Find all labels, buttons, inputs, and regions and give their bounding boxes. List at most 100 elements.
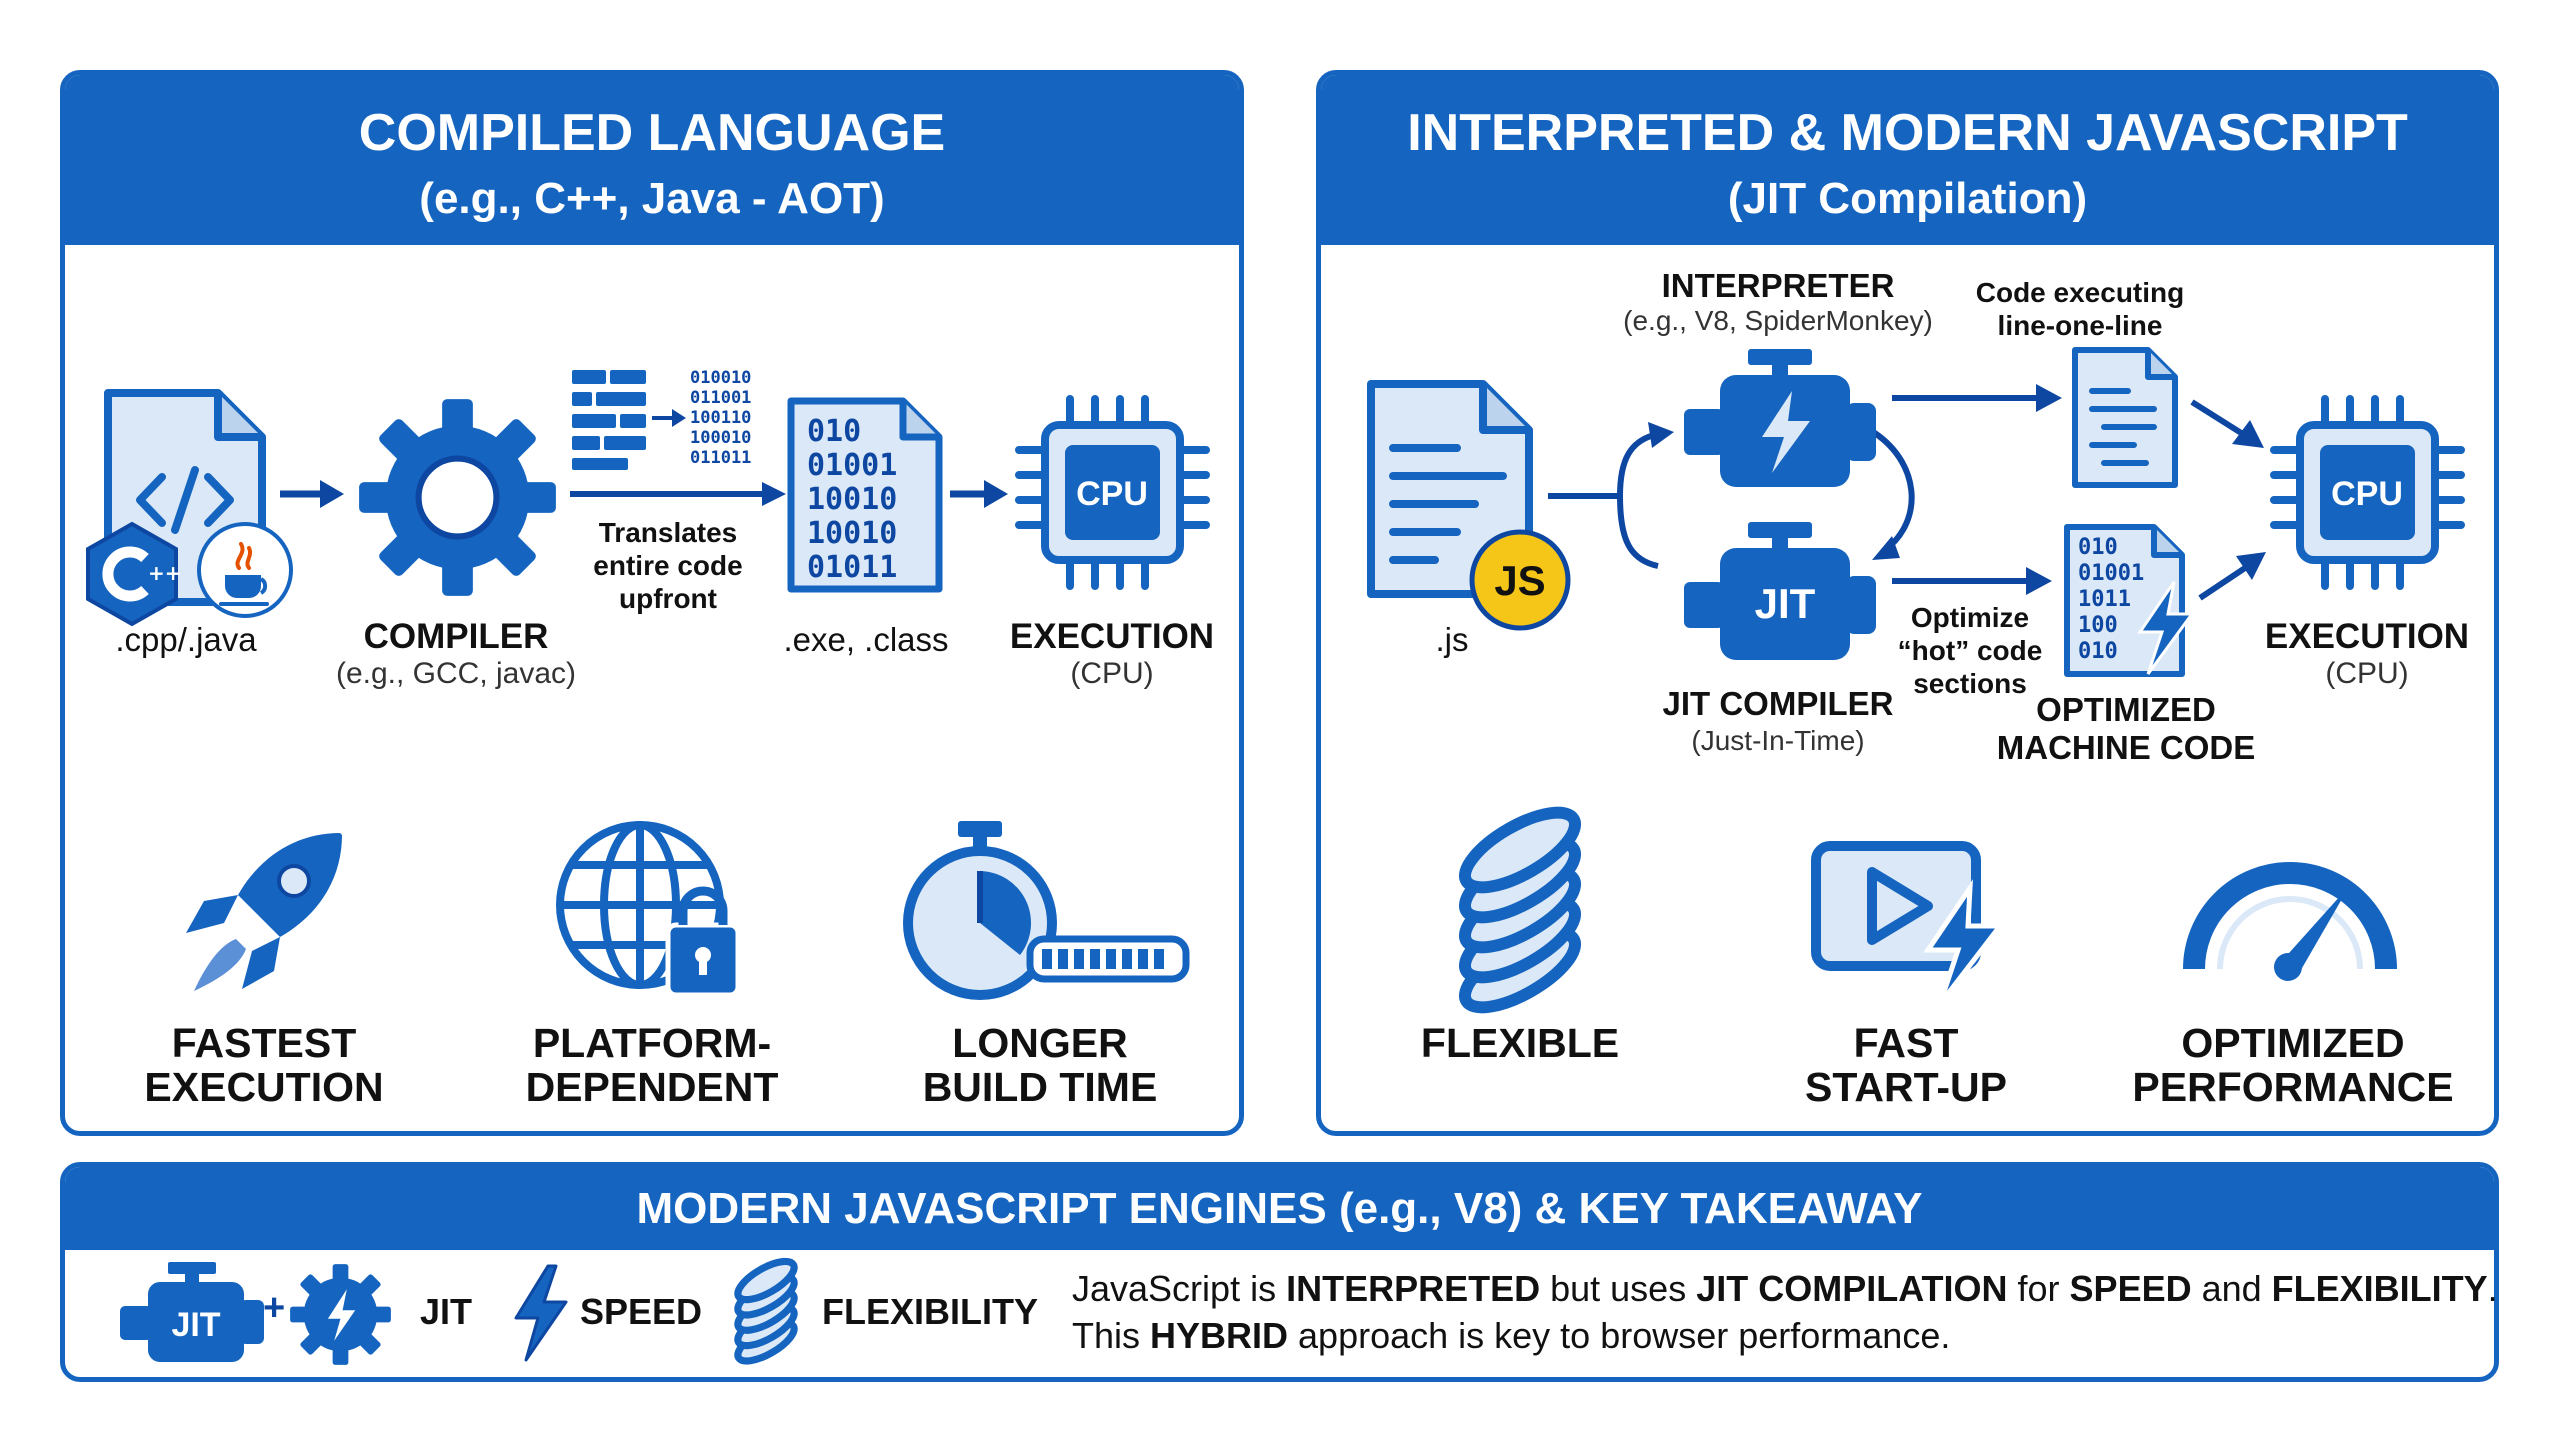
optimized-code-icon: 010 01001 1011 100 010 <box>2062 522 2197 680</box>
feature-label: BUILD TIME <box>922 1064 1158 1110</box>
file-binary-line: 10010 <box>807 516 897 551</box>
binary-file-icon: 010 01001 10010 10010 01011 <box>785 395 945 595</box>
opt-binary-line: 010 <box>2078 639 2118 664</box>
jit-engine-icon: JIT <box>118 1260 266 1366</box>
compiler-gear-icon <box>355 395 560 600</box>
arrow-right-icon <box>280 476 346 512</box>
code-executing-label-2: line-one-line <box>1997 310 2163 341</box>
takeaway-run: and <box>2191 1268 2272 1309</box>
js-file-label: .js <box>1435 621 1469 658</box>
binary-line: 011001 <box>690 388 751 408</box>
translate-text-1: Translates <box>598 517 738 548</box>
jit-label: JIT <box>420 1291 473 1332</box>
diagonal-arrow-icon <box>2188 396 2268 452</box>
executing-doc-icon <box>2070 345 2180 490</box>
compiler-sub-label: (e.g., GCC, javac) <box>335 657 577 690</box>
arrow-right-icon <box>950 476 1010 512</box>
feature-label: FLEXIBLE <box>1420 1020 1620 1066</box>
bolt-icon <box>510 1262 570 1362</box>
cpu-text: CPU <box>1076 475 1148 513</box>
takeaway-line: JavaScript is INTERPRETED but uses JIT C… <box>1072 1265 2498 1312</box>
feature-label: EXECUTION <box>144 1064 384 1110</box>
feature-label: FASTEST <box>171 1020 357 1066</box>
file-binary-line: 010 <box>807 414 861 449</box>
jit-compiler-label: JIT COMPILER <box>1662 685 1894 722</box>
jit-engine-icon: JIT <box>1680 518 1880 668</box>
takeaway-emphasis: SPEED <box>2069 1268 2192 1309</box>
file-binary-line: 01011 <box>807 550 897 585</box>
gear-bolt-icon <box>288 1262 393 1367</box>
takeaway-text: JavaScript is INTERPRETED but uses JIT C… <box>1072 1265 2498 1359</box>
code-blocks-icon <box>570 368 650 472</box>
optimize-hot-label-2: “hot” code <box>1897 635 2043 666</box>
opt-binary-line: 010 <box>2078 535 2118 560</box>
optimize-hot-label-3: sections <box>1913 668 2027 699</box>
feature-label: DEPENDENT <box>525 1064 779 1110</box>
java-logo-icon <box>195 520 295 620</box>
cpu-chip-icon: CPU <box>1015 395 1210 590</box>
long-arrow-right-icon <box>570 479 788 509</box>
interpreted-panel-header: INTERPRETED & MODERN JAVASCRIPT (JIT Com… <box>1321 75 2494 245</box>
takeaway-panel-header: MODERN JAVASCRIPT ENGINES (e.g., V8) & K… <box>65 1167 2494 1250</box>
speed-label: SPEED <box>580 1291 703 1332</box>
compiled-panel-subtitle: (e.g., C++, Java - AOT) <box>419 174 885 223</box>
takeaway-emphasis: JIT COMPILATION <box>1696 1268 2008 1309</box>
takeaway-panel-title: MODERN JAVASCRIPT ENGINES (e.g., V8) & K… <box>636 1184 1923 1233</box>
binary-line: 011011 <box>690 448 751 468</box>
compiled-panel-title: COMPILED LANGUAGE <box>358 104 946 162</box>
binary-stack-icon: 010010 011001 100110 100010 011011 <box>690 365 770 470</box>
play-bolt-icon <box>1808 838 2008 1008</box>
diagonal-arrow-icon <box>2196 548 2268 604</box>
key-takeaway-panel: MODERN JAVASCRIPT ENGINES (e.g., V8) & K… <box>60 1162 2499 1382</box>
spring-icon <box>1430 806 1610 1014</box>
gauge-icon <box>2180 845 2400 981</box>
interpreter-loop-arrows-icon <box>1540 400 1955 610</box>
opt-binary-line: 01001 <box>2078 561 2144 586</box>
binary-line: 100110 <box>690 408 751 428</box>
takeaway-emphasis: INTERPRETED <box>1286 1268 1541 1309</box>
execution-label: EXECUTION <box>2264 617 2470 656</box>
spring-icon <box>720 1257 812 1365</box>
interpreted-panel-subtitle: (JIT Compilation) <box>1727 174 2088 223</box>
compiled-panel-header: COMPILED LANGUAGE (e.g., C++, Java - AOT… <box>65 75 1239 245</box>
jit-engine-text: JIT <box>1755 580 1816 627</box>
takeaway-run: for <box>2007 1268 2070 1309</box>
exe-file-label: .exe, .class <box>783 621 949 658</box>
file-binary-line: 10010 <box>807 482 897 517</box>
feature-label: PLATFORM- <box>532 1020 772 1066</box>
js-badge-icon: JS <box>1467 527 1573 633</box>
optimized-machine-code-label-1: OPTIMIZED <box>2036 691 2216 728</box>
takeaway-emphasis: FLEXIBILITY <box>2271 1268 2488 1309</box>
cpu-chip-icon: CPU <box>2270 395 2465 590</box>
flexibility-label: FLEXIBILITY <box>822 1291 1038 1332</box>
svg-text:++: ++ <box>148 561 182 585</box>
cpu-text: CPU <box>2331 475 2403 513</box>
feature-label: LONGER <box>952 1020 1128 1066</box>
code-executing-label-1: Code executing <box>1975 277 2185 308</box>
opt-binary-line: 1011 <box>2078 587 2131 612</box>
binary-line: 100010 <box>690 428 751 448</box>
arrow-right-icon <box>1892 380 2064 416</box>
takeaway-line: This HYBRID approach is key to browser p… <box>1072 1312 2498 1359</box>
feature-label: START-UP <box>1805 1064 2007 1110</box>
source-file-label: .cpp/.java <box>115 621 257 658</box>
optimized-machine-code-label-2: MACHINE CODE <box>1996 729 2256 766</box>
optimize-hot-label-1: Optimize <box>1910 602 2030 633</box>
jit-compiler-sub-label: (Just-In-Time) <box>1691 725 1865 756</box>
opt-binary-line: 100 <box>2078 613 2118 638</box>
rocket-icon <box>170 815 360 1005</box>
takeaway-run: approach is key to browser performance. <box>1288 1315 1951 1356</box>
arrow-right-icon <box>1892 563 2054 599</box>
takeaway-run: JavaScript is <box>1072 1268 1287 1309</box>
interpreter-sub-label: (e.g., V8, SpiderMonkey) <box>1623 305 1933 336</box>
file-binary-line: 01001 <box>807 448 897 483</box>
js-badge-text: JS <box>1494 557 1545 604</box>
execution-label: EXECUTION <box>1009 617 1215 656</box>
feature-label: FAST <box>1853 1020 1959 1066</box>
takeaway-run: This <box>1072 1315 1151 1356</box>
interpreter-engine-icon <box>1680 345 1880 495</box>
translate-text-2: entire code <box>593 550 743 581</box>
feature-label: PERFORMANCE <box>2132 1064 2454 1110</box>
binary-line: 010010 <box>690 368 751 388</box>
takeaway-run: . <box>2487 1268 2498 1309</box>
